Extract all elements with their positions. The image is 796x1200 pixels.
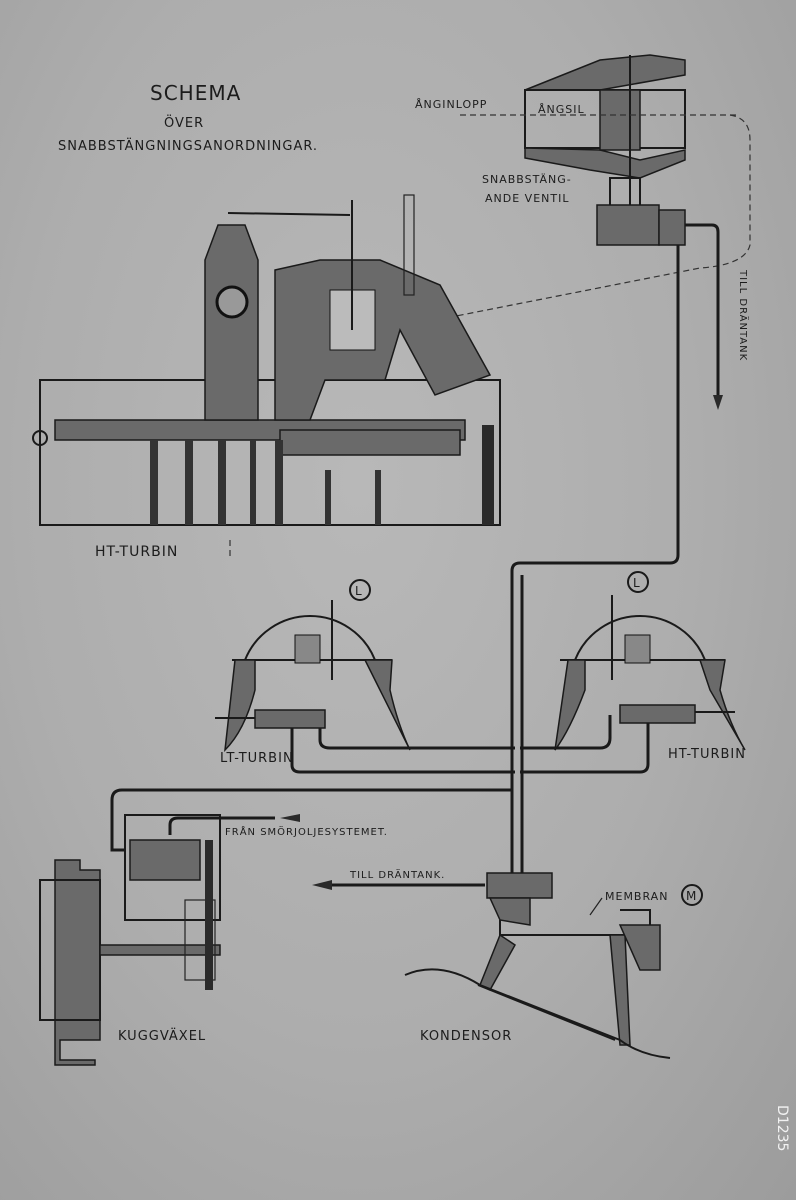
lt-turbine-pipe xyxy=(318,715,515,750)
ht-turbine-trip: L HT-TURBIN xyxy=(554,571,746,762)
control-oil-pipe xyxy=(510,245,680,880)
lt-marker: L xyxy=(355,584,363,598)
quick-closing-valve: ÅNGINLOPP ÅNGSIL SNABBSTÄNG- ANDE VENTIL… xyxy=(384,54,751,410)
ht-return-pipe xyxy=(520,720,650,774)
ht-turbine-label: HT-TURBIN xyxy=(668,747,746,762)
condenser-label: KONDENSOR xyxy=(420,1029,512,1044)
condenser-assembly: TILL DRÄNTANK. MEMBRAN M KONDENSOR xyxy=(312,868,703,1059)
condenser-drain-label: TILL DRÄNTANK. xyxy=(349,868,445,881)
drain-tank-vertical-label: TILL DRÄNTANK xyxy=(737,269,750,361)
title-over: ÖVER xyxy=(164,114,204,131)
lt-turbine-label: LT-TURBIN xyxy=(220,751,294,766)
gearbox-label: KUGGVÄXEL xyxy=(118,1028,206,1044)
steam-strainer-label: ÅNGSIL xyxy=(538,103,585,116)
steam-inlet-label: ÅNGINLOPP xyxy=(415,98,487,111)
lt-turbine-trip: L LT-TURBIN xyxy=(215,579,411,766)
lube-oil-label: FRÅN SMÖRJOLJESYSTEMET. xyxy=(225,825,388,838)
gearbox-assembly: FRÅN SMÖRJOLJESYSTEMET. KUGGVÄXEL xyxy=(39,814,388,1066)
title-subject: SNABBSTÄNGNINGSANORDNINGAR. xyxy=(58,138,318,154)
title-block: SCHEMA ÖVER SNABBSTÄNGNINGSANORDNINGAR. xyxy=(58,81,318,154)
membrane-marker: M xyxy=(686,889,697,903)
ht-turbine-main-label: HT-TURBIN xyxy=(95,544,178,560)
membrane-label: MEMBRAN xyxy=(605,890,668,903)
title-schema: SCHEMA xyxy=(150,81,241,105)
lt-return-pipe xyxy=(290,720,515,774)
ht-marker: L xyxy=(633,576,641,590)
plate-number: D1235 xyxy=(774,1105,790,1151)
valve-name-line1: SNABBSTÄNG- xyxy=(482,173,572,186)
ht-turbine-pipe xyxy=(520,715,612,750)
ht-turbine-section: HT-TURBIN xyxy=(32,194,501,560)
valve-name-line2: ANDE VENTIL xyxy=(485,192,569,205)
gearbox-pipe xyxy=(110,788,512,852)
